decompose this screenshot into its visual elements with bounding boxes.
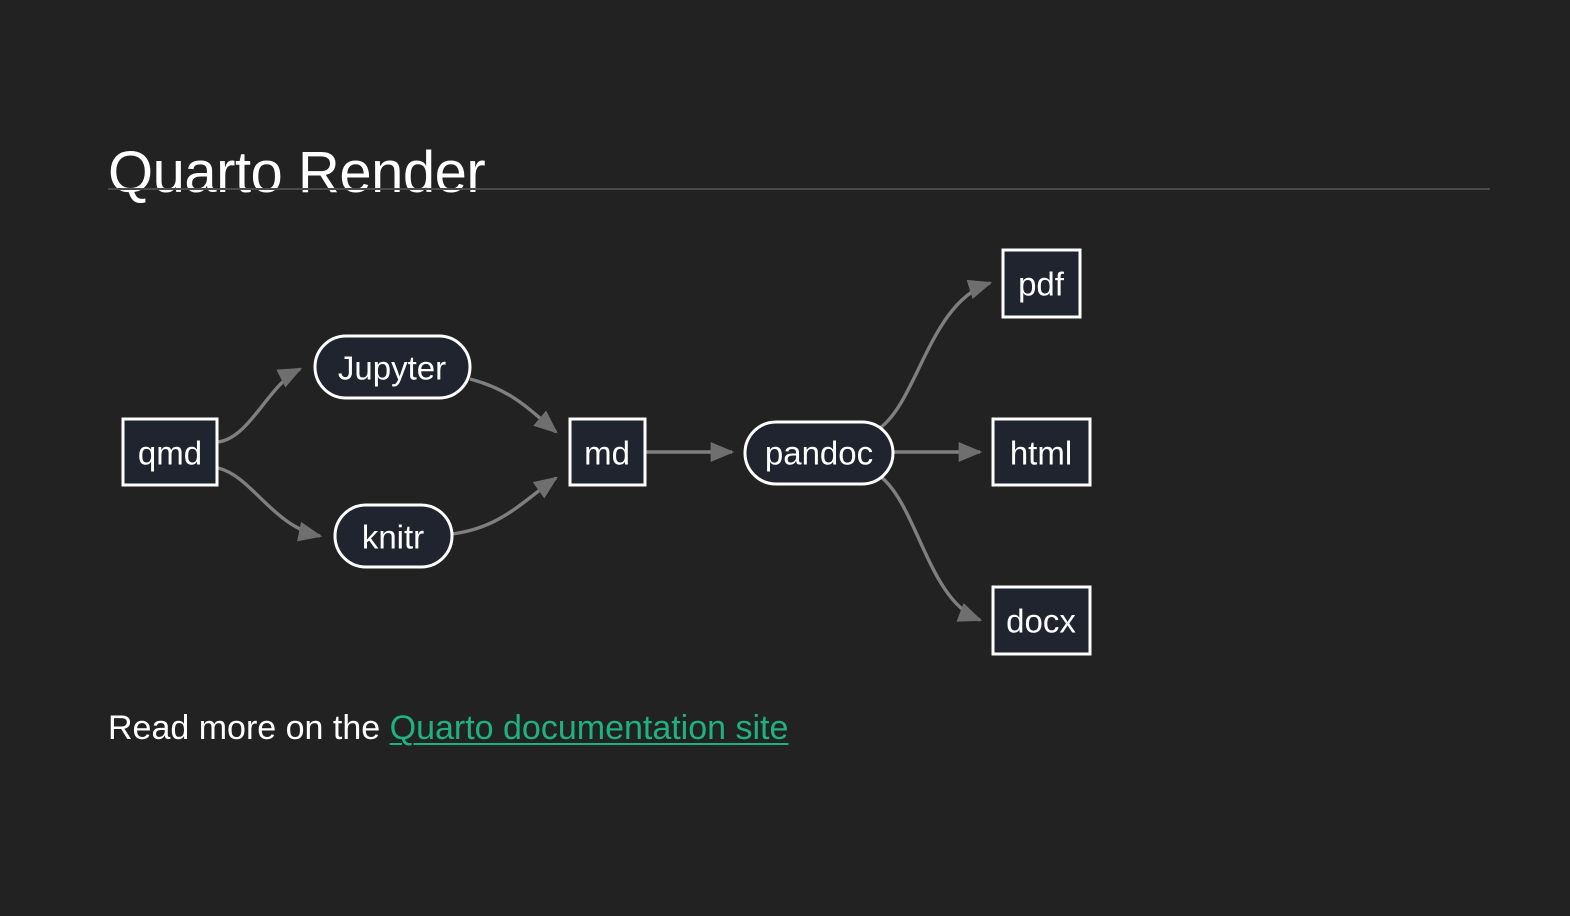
node-pdf[interactable]: pdf (1001, 248, 1082, 319)
node-docx-label: docx (1006, 603, 1076, 640)
edge-qmd-to-knitr (217, 466, 323, 542)
node-docx[interactable]: docx (991, 585, 1092, 656)
node-knitr[interactable]: knitr (333, 503, 454, 569)
quarto-documentation-link[interactable]: Quarto documentation site (389, 709, 789, 747)
node-html-label: html (1010, 435, 1072, 472)
edge-knitr-to-md (451, 476, 558, 536)
edge-pandoc-to-docx (878, 474, 983, 622)
title-divider (108, 188, 1490, 190)
quarto-render-flowchart: qmd Jupyter knitr md pandoc pdf (0, 210, 1570, 680)
read-more-text: Read more on the Quarto documentation si… (108, 706, 788, 750)
node-md-label: md (584, 435, 630, 472)
edge-jupyter-to-md (469, 377, 558, 434)
node-html[interactable]: html (991, 417, 1092, 487)
node-pdf-label: pdf (1018, 266, 1065, 303)
node-md[interactable]: md (568, 417, 647, 487)
edge-qmd-to-jupyter (217, 367, 303, 444)
node-qmd[interactable]: qmd (121, 417, 219, 487)
page-title: Quarto Render (108, 139, 486, 205)
node-pandoc[interactable]: pandoc (743, 420, 895, 486)
node-jupyter-label: Jupyter (338, 350, 446, 387)
node-qmd-label: qmd (138, 435, 202, 472)
node-jupyter[interactable]: Jupyter (313, 334, 472, 400)
node-pandoc-label: pandoc (765, 435, 873, 472)
read-more-prefix: Read more on the (108, 709, 390, 747)
edge-pandoc-to-pdf (878, 279, 993, 430)
node-knitr-label: knitr (362, 519, 424, 556)
